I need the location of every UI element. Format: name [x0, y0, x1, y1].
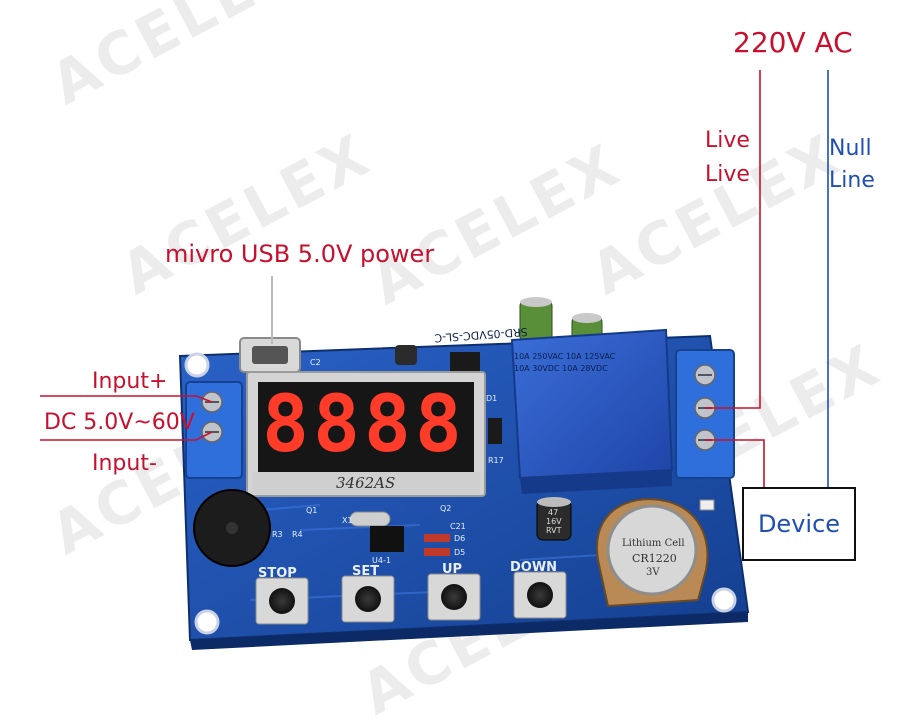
component-label: R17 — [488, 456, 504, 465]
transistor — [488, 418, 502, 444]
component-label: C2 — [310, 358, 321, 367]
input-plus-label: Input+ — [92, 369, 168, 394]
battery-label: Lithium Cell — [622, 538, 685, 549]
display-model-label: 3462AS — [336, 474, 396, 492]
input-minus-label: Input- — [92, 451, 157, 476]
component-label: U4-1 — [372, 556, 391, 565]
chip — [450, 352, 480, 374]
usb-port — [239, 337, 301, 373]
button-label-down: DOWN — [510, 560, 558, 575]
seven-segment-display — [246, 371, 486, 497]
crystal — [349, 511, 391, 527]
component-label: D6 — [454, 534, 466, 543]
diode — [424, 534, 450, 542]
capacitor-top — [519, 297, 553, 343]
diode — [424, 548, 450, 556]
relay-to-device-wire — [705, 439, 765, 487]
capacitor-label: RVT — [546, 526, 562, 535]
component-label: Q2 — [440, 504, 452, 513]
null-line-label: Null — [829, 136, 872, 161]
display-digits: 8888 — [262, 380, 466, 470]
capacitor-label: 16V — [546, 517, 562, 526]
diagram: ACELEX ACELEX ACELEX ACELEX ACELEX ACELE… — [40, 0, 892, 728]
circuit-illustration — [40, 70, 829, 650]
relay-rating-label: 10A 30VDC 10A 28VDC — [514, 364, 608, 373]
live-wire — [705, 70, 761, 409]
relay-rating-label: 10A 250VAC 10A 125VAC — [514, 352, 616, 361]
device-label: Device — [757, 510, 841, 538]
button-label-set: SET — [352, 564, 380, 579]
battery-holder — [595, 498, 709, 608]
capacitor-small — [536, 497, 572, 541]
buzzer-hole — [226, 522, 238, 534]
component-label: C21 — [450, 522, 466, 531]
device-box: Device — [742, 487, 856, 561]
component-label: R4 — [292, 530, 303, 539]
live-label-repeat: Live — [705, 162, 750, 187]
live-label: Live — [705, 128, 750, 153]
button-up — [427, 573, 481, 621]
component-label: X1 — [342, 516, 353, 525]
button-set — [341, 575, 395, 623]
ic-chip — [370, 526, 404, 552]
relay — [510, 328, 674, 494]
button-label-stop: STOP — [258, 566, 297, 581]
inductor — [395, 345, 417, 365]
output-terminal — [675, 349, 735, 479]
button-label-up: UP — [442, 562, 463, 577]
button-stop — [255, 577, 309, 625]
battery-label: CR1220 — [632, 552, 677, 565]
input-minus-wire — [40, 431, 213, 441]
dc-range-label: DC 5.0V~60V — [44, 410, 195, 435]
null-line-label: Line — [829, 168, 875, 193]
component-label: R3 — [272, 530, 283, 539]
capacitor-label: 47 — [548, 508, 559, 517]
ac-source-label: 220V AC — [733, 26, 853, 59]
battery-label: 3V — [646, 567, 660, 578]
component-label: D1 — [486, 394, 498, 403]
status-led — [699, 499, 715, 511]
component-label: Q1 — [306, 506, 318, 515]
usb-power-label: mivro USB 5.0V power — [165, 240, 435, 268]
component-label: D5 — [454, 548, 466, 557]
input-plus-wire — [40, 395, 213, 403]
button-down — [513, 571, 567, 619]
